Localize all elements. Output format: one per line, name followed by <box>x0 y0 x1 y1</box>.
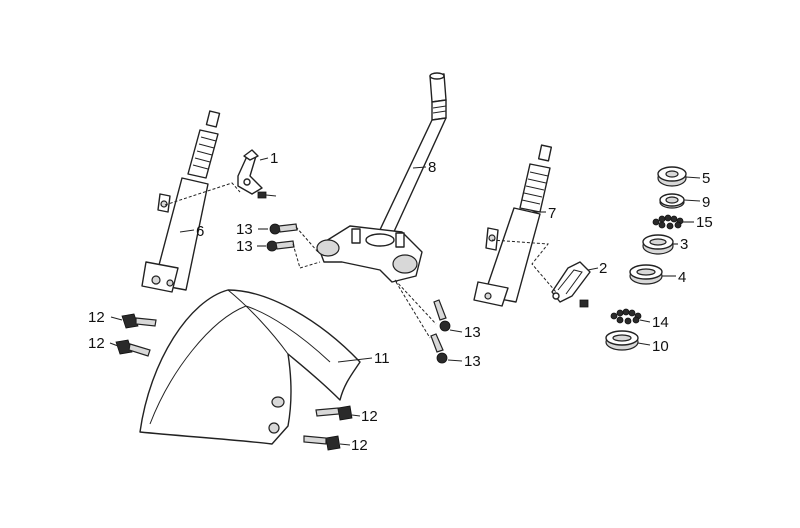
race-part-3 <box>642 234 674 255</box>
washer-part-9 <box>659 193 685 209</box>
callout-12-d: 12 <box>351 437 368 454</box>
callout-13-b: 13 <box>236 238 253 255</box>
leader-lines <box>109 157 701 446</box>
steering-stem-part-8 <box>316 72 447 283</box>
callout-10: 10 <box>652 338 669 355</box>
callout-9: 9 <box>702 194 710 211</box>
bracket-part-2 <box>551 261 591 308</box>
callout-7: 7 <box>548 205 556 222</box>
callout-12-b: 12 <box>88 335 105 352</box>
bolt-part-13-a <box>269 223 298 235</box>
callout-1: 1 <box>270 150 278 167</box>
callout-6: 6 <box>196 223 204 240</box>
callout-13-a: 13 <box>236 221 253 238</box>
callout-2: 2 <box>599 260 607 277</box>
bolt-part-12-a <box>121 313 157 329</box>
race-part-10 <box>605 330 639 351</box>
callout-13-d: 13 <box>464 353 481 370</box>
nut-part-5 <box>657 166 687 187</box>
right-fork-leg-part-7 <box>473 144 553 307</box>
callout-13-c: 13 <box>464 324 481 341</box>
bearing-balls-part-14 <box>610 308 642 325</box>
bolt-part-12-b <box>115 339 151 357</box>
callout-11: 11 <box>374 350 390 367</box>
callout-3: 3 <box>680 236 688 253</box>
bolt-part-12-c <box>315 405 353 421</box>
bolt-part-13-c <box>433 299 451 332</box>
callout-15: 15 <box>696 214 713 231</box>
race-part-4 <box>629 264 663 285</box>
bolt-part-12-d <box>303 435 341 451</box>
bearing-balls-part-15 <box>652 214 684 230</box>
callout-8: 8 <box>428 159 436 176</box>
left-fork-leg-part-6 <box>141 110 221 293</box>
bolt-part-13-d <box>430 333 448 364</box>
callout-5: 5 <box>702 170 710 187</box>
assembly-lines <box>164 182 557 339</box>
callout-12-c: 12 <box>361 408 378 425</box>
bracket-part-1 <box>237 149 277 199</box>
callout-4: 4 <box>678 269 686 286</box>
front-fender-part-11 <box>139 289 361 445</box>
callout-14: 14 <box>652 314 669 331</box>
bolt-part-13-b <box>266 240 295 252</box>
callout-12-a: 12 <box>88 309 105 326</box>
